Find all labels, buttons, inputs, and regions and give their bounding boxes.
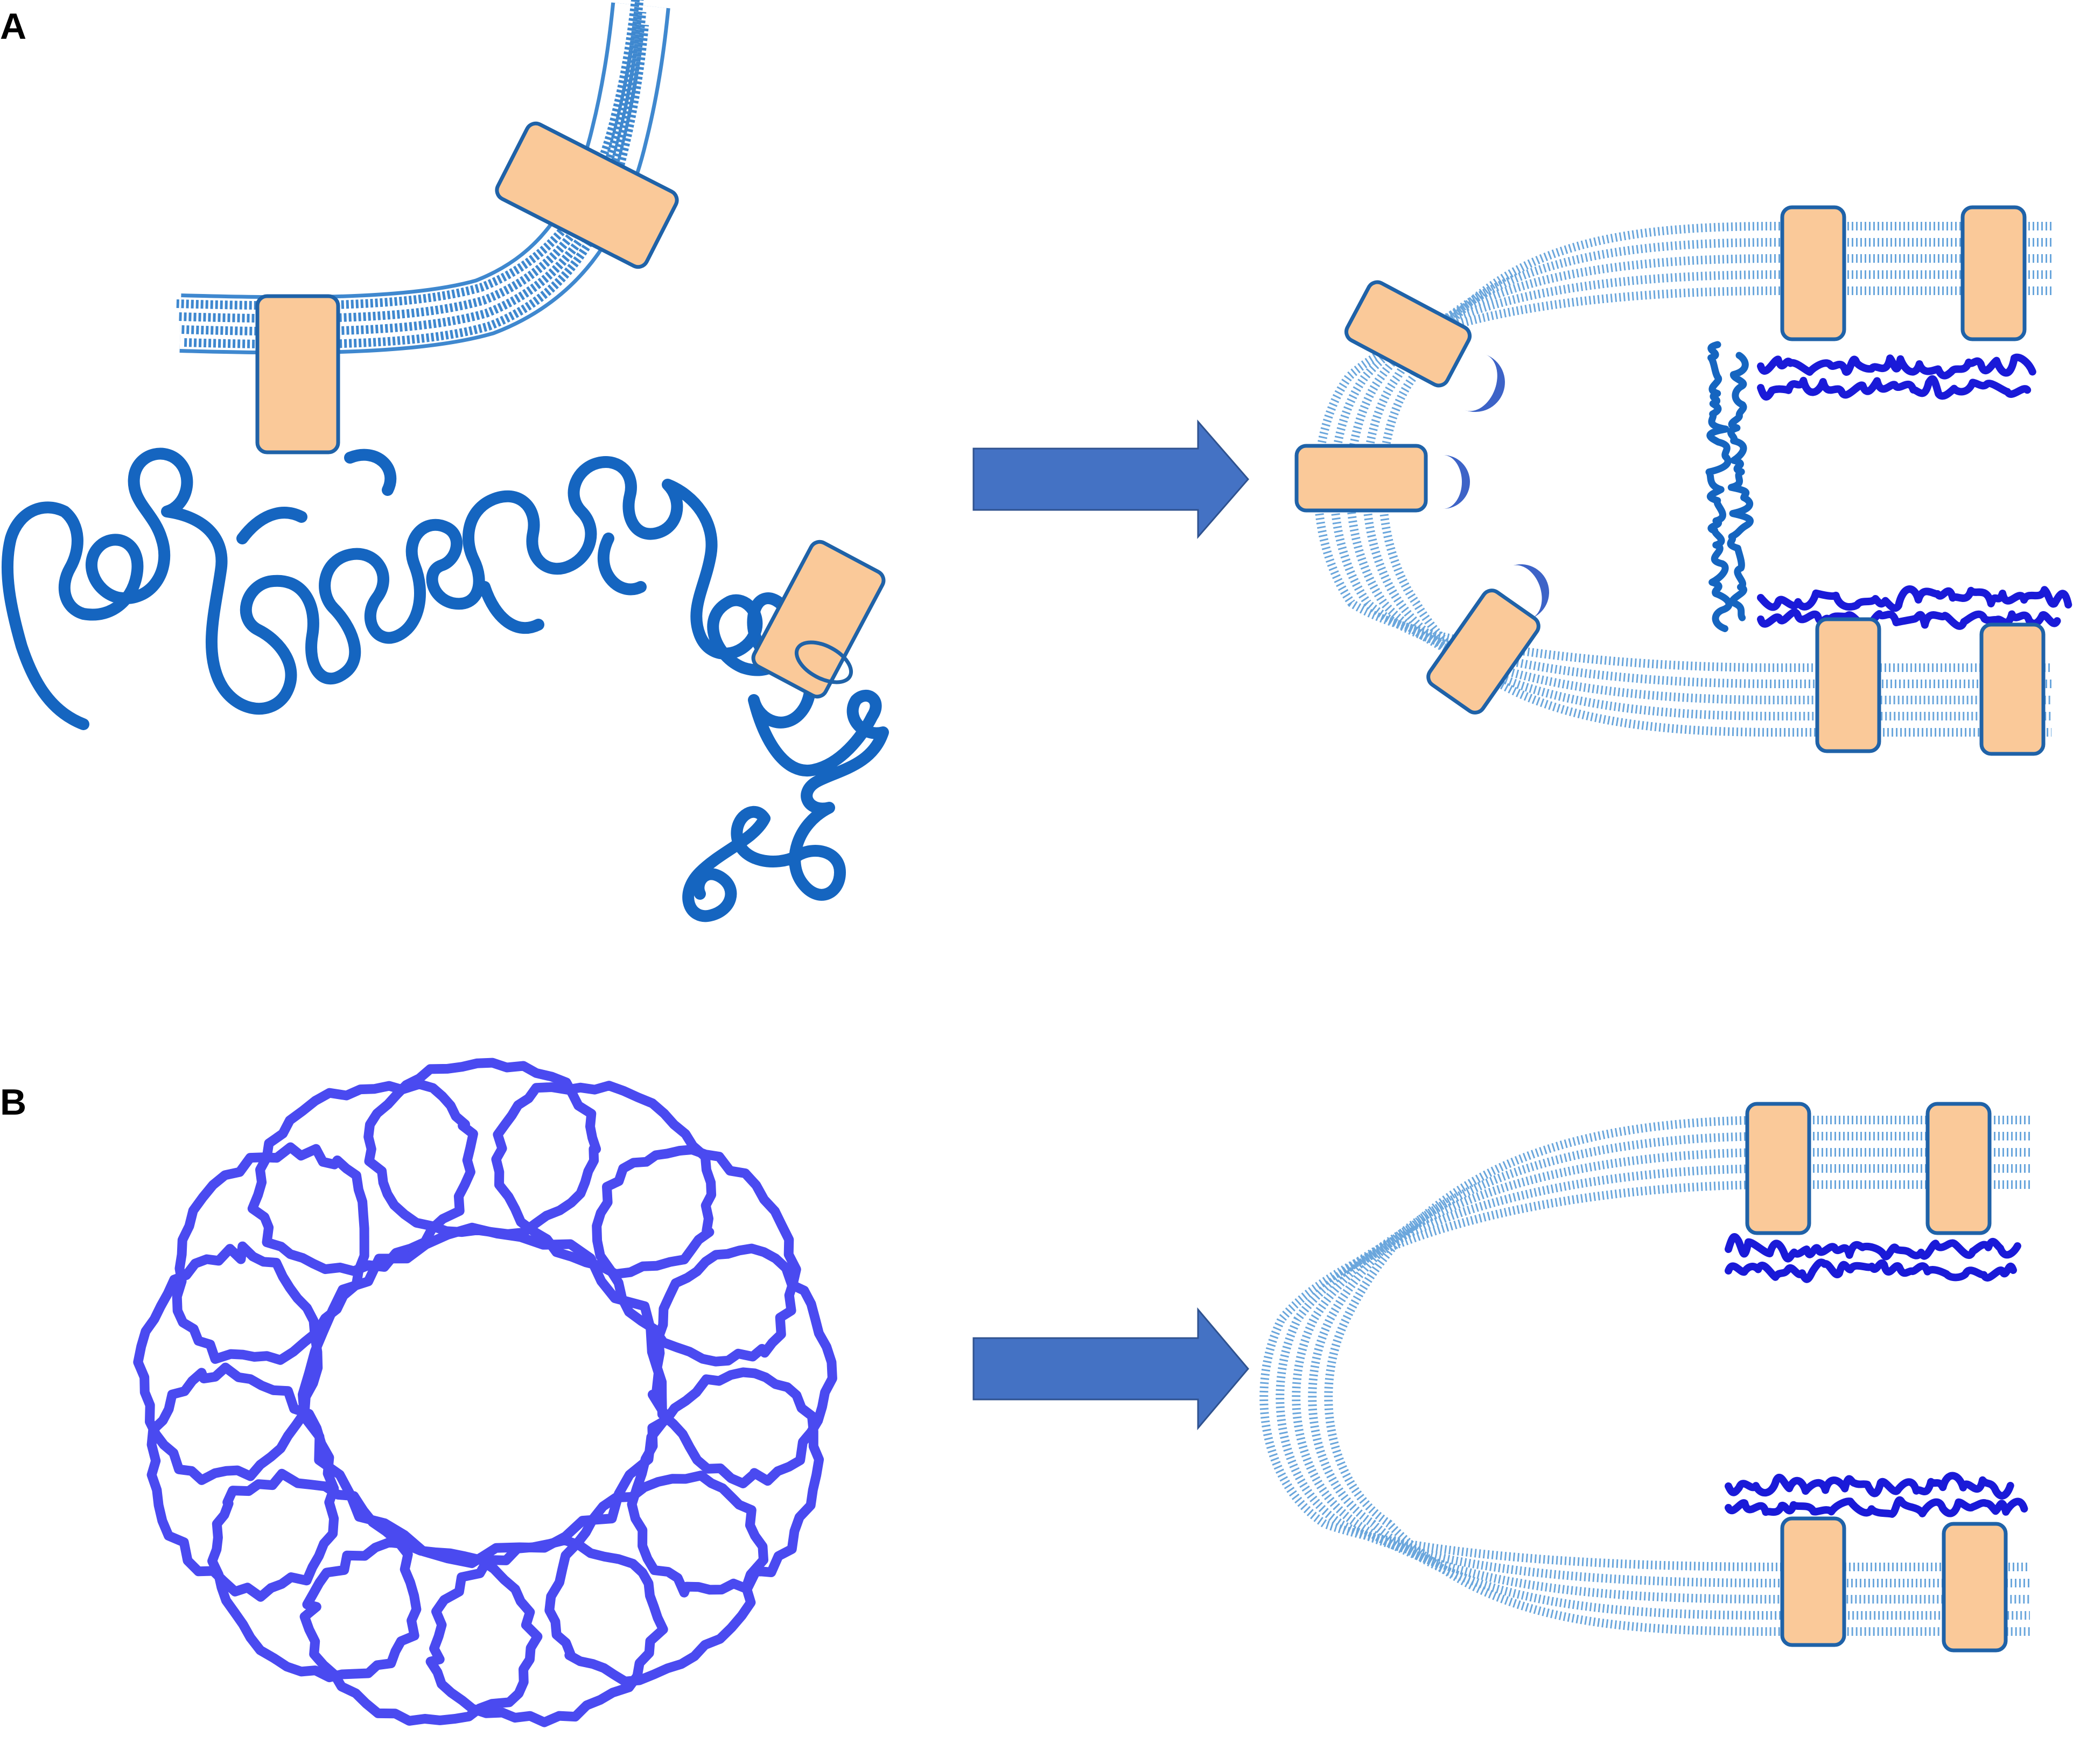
panel-b-bound-state <box>1259 1102 2030 1653</box>
tight-coil-segments-b <box>1725 1233 2028 1518</box>
tight-coil-b-top-2 <box>1725 1258 2017 1283</box>
tight-coil-segments <box>1705 341 2072 632</box>
transition-arrow-a <box>972 419 1249 540</box>
ring-loop-7 <box>299 1537 543 1726</box>
strand-rung-row-2 <box>181 11 647 336</box>
protein-box-on-coil <box>751 540 886 699</box>
panel-a-unbound-state <box>1 0 889 922</box>
protein-box-b-bottom-1 <box>1780 1516 1846 1647</box>
tight-coil-bottom <box>1757 585 2072 612</box>
tight-coil-bottom-2 <box>1757 608 2061 630</box>
strand-rung-row-3 <box>184 24 649 349</box>
protein-box-middle-left <box>1294 444 1428 513</box>
protein-box-b-top-2 <box>1925 1102 1992 1235</box>
protein-box-on-strand <box>255 294 340 454</box>
u-lane-b-0 <box>1324 1116 2030 1636</box>
tight-coil-top-2 <box>1757 375 2032 401</box>
ring-loop-5 <box>544 1471 768 1686</box>
ring-loop-8 <box>207 1468 422 1683</box>
u-lane-b-3 <box>1276 1164 2030 1587</box>
transition-arrow-b <box>972 1307 1249 1431</box>
bound-protein-group <box>1294 205 2046 756</box>
panel-label-a: A <box>0 6 26 47</box>
panel-a-bound-state <box>1294 205 2072 756</box>
protein-box-b-top-1 <box>1745 1102 1811 1235</box>
ring-loop-12 <box>247 1079 478 1276</box>
crescent-lower <box>1511 564 1549 619</box>
strand-rung-row-1 <box>179 0 644 323</box>
panel-b-coil-ring <box>133 1058 837 1727</box>
protein-box-top-2 <box>1960 205 2027 341</box>
binding-protein-group <box>255 121 886 699</box>
ring-loop-1 <box>491 1081 717 1279</box>
panel-label-b: B <box>0 1082 26 1123</box>
protein-box-b-bottom-2 <box>1942 1522 2008 1653</box>
protein-box-on-curve <box>495 121 679 269</box>
u-lane-1 <box>1362 238 2051 720</box>
vertical-coil <box>1705 341 1733 632</box>
u-lane-3 <box>1329 270 2051 688</box>
u-shaped-double-strand-b <box>1259 1116 2030 1636</box>
ring-loop-3 <box>652 1243 837 1488</box>
crescent-contacts <box>1443 354 1549 619</box>
tight-coil-b-bottom <box>1725 1472 2014 1500</box>
protein-box-top-1 <box>1780 205 1846 341</box>
u-lane-b-2 <box>1292 1148 2030 1604</box>
ring-loop-11 <box>172 1142 369 1365</box>
looped-ring-structure <box>133 1058 837 1727</box>
crescent-upper <box>1465 354 1505 412</box>
ring-loop-9 <box>146 1362 339 1602</box>
random-coil-chain <box>1 447 889 922</box>
u-shaped-double-strand <box>1313 222 2051 737</box>
protein-box-upper-left <box>1344 280 1472 388</box>
u-lane-b-1 <box>1308 1132 2030 1620</box>
ring-loop-10 <box>133 1241 323 1485</box>
ring-loop-2 <box>592 1145 801 1367</box>
crescent-middle <box>1443 455 1470 509</box>
protein-box-bottom-1 <box>1815 617 1881 753</box>
ring-loop-0 <box>363 1058 601 1239</box>
tight-coil-b-bottom-2 <box>1725 1496 2028 1518</box>
bound-protein-group-b <box>1745 1102 2008 1653</box>
vertical-coil-2 <box>1727 352 1754 621</box>
tight-coil-top <box>1757 353 2036 380</box>
protein-box-bottom-2 <box>1979 622 2046 756</box>
strand-rung-row-0 <box>176 0 640 310</box>
ring-loop-4 <box>627 1367 824 1598</box>
tight-coil-b-top <box>1725 1233 2021 1263</box>
ring-loop-6 <box>425 1535 668 1727</box>
protein-box-lower-left <box>1426 589 1540 715</box>
protein-box-end-cap <box>794 640 853 684</box>
ring-inner-boundary <box>298 1222 671 1569</box>
